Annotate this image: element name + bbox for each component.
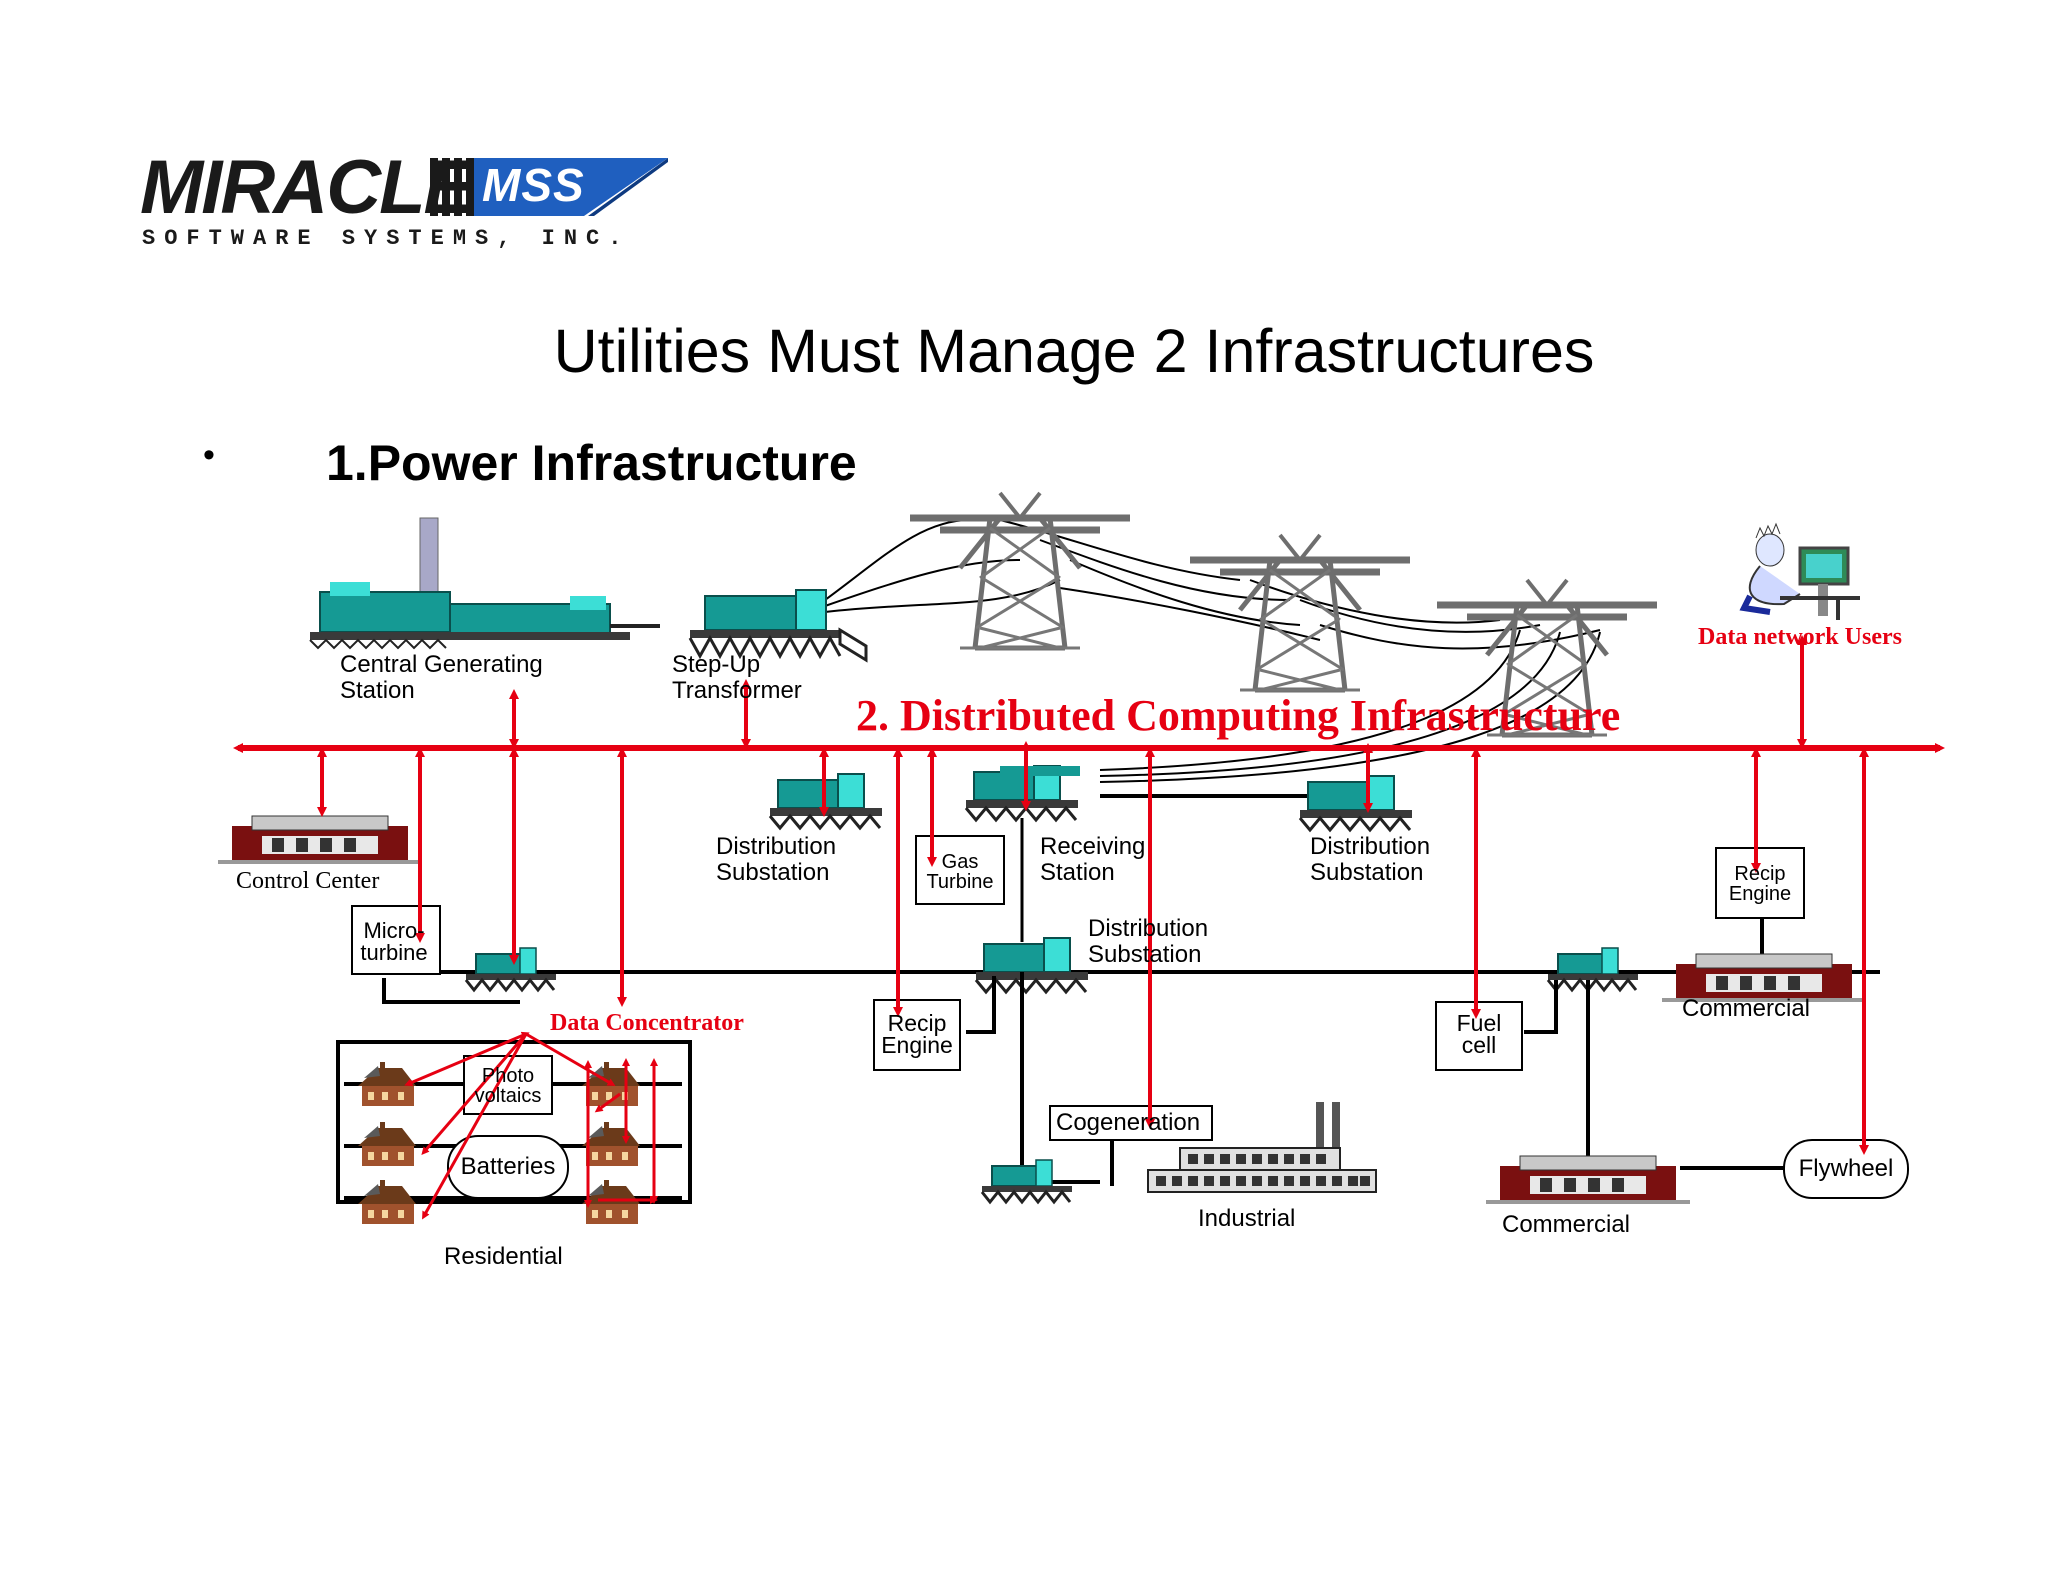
- logo-wordmark: MIRACLE: [140, 145, 474, 230]
- batteries-box: [447, 1135, 569, 1199]
- cogeneration-label: Cogeneration: [1056, 1109, 1201, 1136]
- industrial-factory-icon: [1147, 1102, 1377, 1193]
- central-generating-station: [309, 517, 660, 650]
- distribution-substation-3-label: Distribution Substation: [1088, 915, 1209, 968]
- logo-badge-shape: [430, 158, 668, 216]
- flywheel-label: Flywheel: [1798, 1155, 1894, 1182]
- logo-tagline: SOFTWARE SYSTEMS, INC.: [142, 226, 631, 251]
- commercial-1-label: Commercial: [1682, 995, 1811, 1022]
- data-concentrator-label: Data Concentrator: [550, 1010, 744, 1036]
- commercial-2-label: Commercial: [1502, 1211, 1631, 1238]
- micro-substation-left-icon: [464, 946, 558, 992]
- control-center-building: [217, 815, 423, 865]
- flywheel-box: [1783, 1139, 1909, 1199]
- micro-turbine-label: Micro- turbine: [360, 918, 428, 965]
- distribution-substation-2-icon: [1298, 774, 1414, 832]
- logo-badge-text: MSS: [482, 159, 585, 211]
- batteries-label: Batteries: [460, 1153, 556, 1180]
- distribution-substation-2-label: Distribution Substation: [1310, 833, 1431, 886]
- receiving-station-icon: [964, 764, 1310, 822]
- section-heading: 1.Power Infrastructure: [326, 435, 857, 491]
- micro-turbine-box: [351, 905, 441, 975]
- distribution-substation-1-label: Distribution Substation: [716, 833, 837, 886]
- gas-turbine-label: Gas Turbine: [926, 851, 994, 893]
- micro-substation-right-icon: [1546, 946, 1640, 992]
- fuel-cell-label: Fuel cell: [1456, 1010, 1502, 1058]
- network-title: 2. Distributed Computing Infrastructure: [856, 691, 1621, 740]
- cogeneration-box: [1049, 1105, 1213, 1141]
- central-station-label: Central Generating Station: [340, 651, 543, 704]
- bullet-point: •: [203, 436, 215, 474]
- data-users-label: Data network Users: [1698, 624, 1902, 650]
- recip-engine-mid-label: Recip Engine: [881, 1010, 953, 1058]
- industrial-label: Industrial: [1198, 1205, 1296, 1232]
- control-center-label: Control Center: [236, 868, 380, 894]
- recip-engine-mid-box: [873, 999, 961, 1071]
- step-up-label: Step-Up Transformer: [672, 651, 802, 704]
- recip-engine-right-label: Recip Engine: [1728, 863, 1792, 905]
- data-network: [233, 635, 1945, 1155]
- residential-label: Residential: [444, 1243, 563, 1270]
- step-up-transformer: [688, 589, 868, 663]
- commercial-building-2-icon: [1485, 1155, 1691, 1205]
- residential-data-arrows: [404, 1031, 658, 1220]
- receiving-station-label: Receiving Station: [1040, 833, 1146, 886]
- page-title: Utilities Must Manage 2 Infrastructures: [553, 317, 1595, 385]
- user-at-computer-icon: [1739, 522, 1860, 620]
- photovoltaics-label: Photo voltaics: [474, 1065, 542, 1107]
